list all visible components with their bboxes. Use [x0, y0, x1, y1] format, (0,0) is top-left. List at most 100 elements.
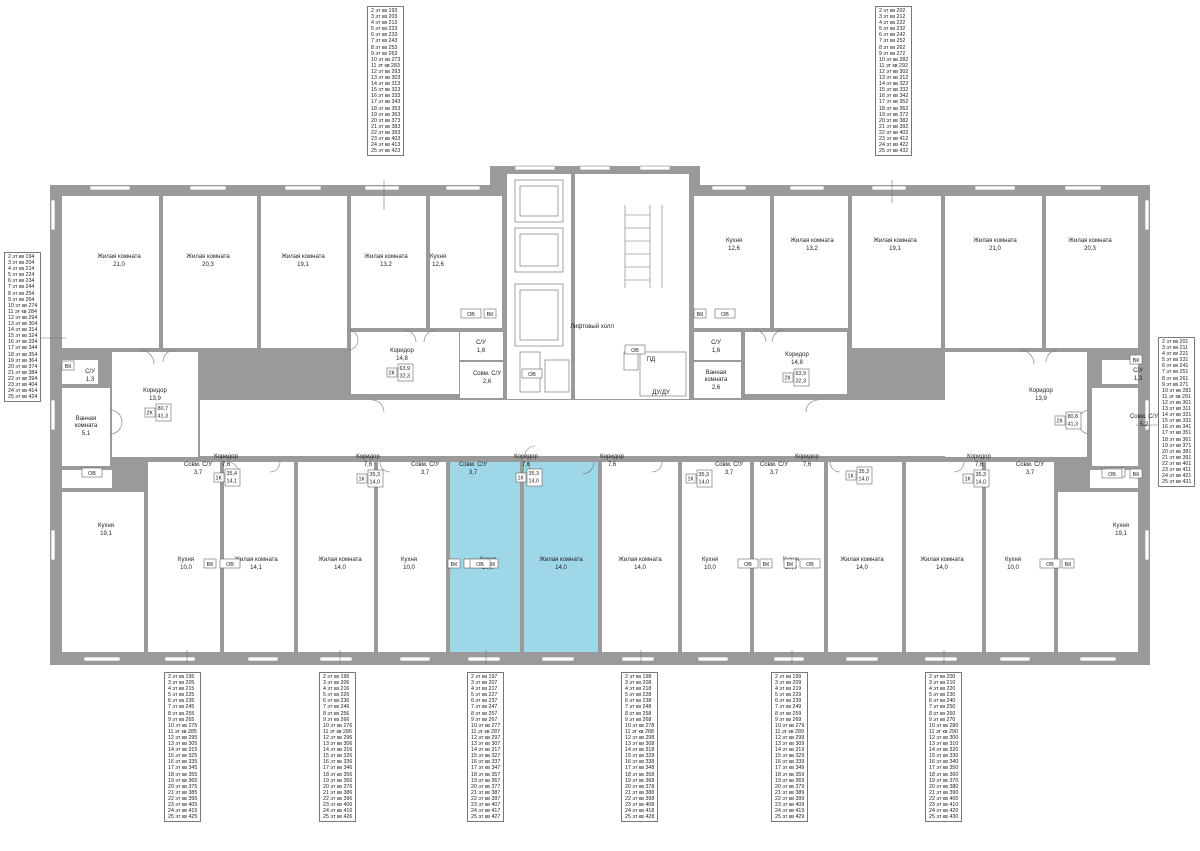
list-line: 21 эт кв 390 [929, 789, 959, 796]
list-line: 23 эт кв 407 [471, 801, 501, 808]
list-line: 20 эт кв 377 [471, 783, 501, 790]
svg-text:14,1: 14,1 [227, 479, 238, 485]
list-line: 8 эт кв 258 [625, 710, 652, 717]
list-line: 9 эт кв 271 [1162, 381, 1189, 388]
list-line: 21 эт кв 385 [168, 789, 198, 796]
list-line: 4 эт кв 220 [929, 686, 956, 693]
list-line: 4 эт кв 219 [775, 686, 802, 693]
list-line: 23 эт кв 404 [8, 381, 38, 388]
window [284, 185, 322, 191]
list-line: 5 эт кв 232 [879, 26, 906, 33]
vent-ov: ОВ [219, 558, 241, 569]
list-line: 10 эт кв 282 [879, 56, 909, 63]
list-line: 2 эт кв 197 [471, 674, 498, 680]
svg-text:14,0: 14,0 [699, 480, 710, 486]
window [247, 656, 279, 662]
list-line: 16 эт кв 339 [775, 759, 805, 766]
list-line: 22 эт кв 394 [8, 375, 38, 382]
svg-text:1К: 1К [359, 477, 366, 483]
svg-text:2К: 2К [147, 411, 154, 417]
list-line: 11 эт кв 284 [8, 308, 37, 315]
room-label-dudu: ДУ/ДУ [652, 390, 670, 396]
list-line: 11 эт кв 291 [1162, 393, 1191, 400]
svg-text:35,3: 35,3 [976, 472, 987, 478]
svg-text:35,4: 35,4 [227, 471, 238, 477]
list-line: 18 эт кв 359 [775, 771, 805, 778]
window [974, 185, 1016, 191]
svg-text:35,3: 35,3 [699, 472, 710, 478]
svg-text:1К: 1К [518, 476, 525, 482]
list-line: 24 эт кв 416 [323, 808, 353, 815]
svg-text:ВК: ВК [697, 312, 705, 318]
list-line: 24 эт кв 417 [471, 808, 501, 815]
list-line: 8 эт кв 256 [323, 710, 350, 717]
list-line: 8 эт кв 253 [371, 44, 398, 51]
window [50, 399, 56, 431]
svg-text:2К: 2К [1057, 419, 1064, 425]
leader-lines [38, 180, 1160, 664]
list-line: 16 эт кв 336 [323, 759, 353, 766]
vent-vk: ВК [1061, 558, 1075, 569]
svg-text:32,3: 32,3 [400, 374, 411, 380]
svg-text:32,3: 32,3 [796, 379, 807, 385]
window [789, 185, 825, 191]
list-line: 17 эт кв 352 [879, 99, 909, 106]
list-line: 8 эт кв 257 [471, 710, 498, 717]
vent-ov: ОВ [624, 344, 646, 355]
svg-text:ОВ: ОВ [721, 312, 729, 318]
list-line: 3 эт кв 203 [371, 14, 398, 21]
list-line: 19 эт кв 371 [1162, 442, 1192, 449]
list-line: 15 эт кв 324 [8, 333, 38, 340]
vent-ov: ОВ [714, 308, 736, 319]
list-line: 15 эт кв 332 [879, 87, 909, 94]
room-label-pd: ПД [647, 357, 655, 363]
svg-text:ВК: ВК [1065, 562, 1073, 568]
list-line: 16 эт кв 335 [168, 759, 198, 766]
list-line: 18 эт кв 362 [879, 105, 909, 112]
vent-ov: ОВ [799, 558, 821, 569]
svg-text:ОВ: ОВ [528, 372, 536, 378]
list-line: 10 эт кв 275 [168, 722, 198, 729]
list-line: 23 эт кв 412 [879, 135, 909, 142]
list-line: 23 эт кв 411 [1162, 466, 1191, 473]
list-line: 19 эт кв 372 [879, 111, 909, 118]
list-line: 25 эт кв 430 [929, 814, 959, 821]
list-line: 9 эт кв 272 [879, 50, 906, 57]
list-line: 8 эт кв 254 [8, 290, 35, 297]
list-line: 14 эт кв 315 [168, 747, 198, 754]
list-line: 12 эт кв 293 [371, 68, 401, 75]
list-line: 12 эт кв 294 [8, 314, 38, 321]
list-line: 20 эт кв 375 [168, 783, 198, 790]
list-line: 5 эт кв 230 [929, 692, 956, 699]
svg-text:14,0: 14,0 [529, 479, 540, 485]
list-line: 8 эт кв 255 [168, 710, 195, 717]
list-line: 7 эт кв 243 [371, 38, 398, 45]
list-line: 25 эт кв 425 [168, 814, 198, 821]
list-line: 4 эт кв 218 [625, 686, 652, 693]
window [319, 656, 353, 662]
window [1064, 185, 1102, 191]
list-line: 10 эт кв 277 [471, 722, 501, 729]
window [871, 185, 907, 191]
svg-text:ВК: ВК [763, 562, 771, 568]
list-line: 8 эт кв 259 [775, 710, 802, 717]
list-line: 6 эт кв 238 [625, 698, 652, 705]
list-line: 3 эт кв 205 [168, 680, 195, 687]
list-line: 5 эт кв 231 [1162, 357, 1189, 364]
